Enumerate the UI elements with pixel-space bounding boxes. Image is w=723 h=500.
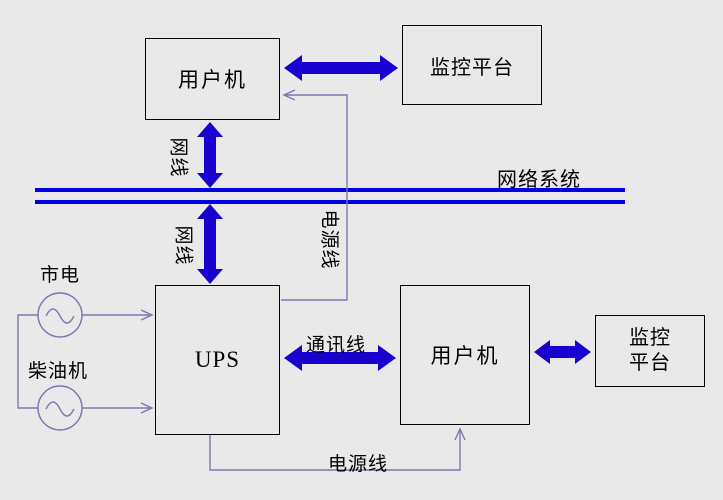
label-network-cable-bottom: 网线: [172, 225, 194, 266]
source-bracket-line: [17, 314, 38, 409]
label-network-system: 网络系统: [497, 169, 581, 191]
arrowhead-diesel-to-ups: [140, 402, 154, 414]
power-line-ups-to-clientright: [209, 429, 461, 471]
network-bus-line-bottom: [35, 200, 625, 204]
arrow-clienttop-bus: [197, 122, 223, 188]
node-monitor-right: 监控 平台: [595, 315, 705, 387]
power-line-ups-to-clienttop: [281, 94, 348, 301]
ac-source-diesel-wave-icon: [45, 401, 75, 417]
label-diesel-engine: 柴油机: [28, 361, 89, 382]
arrow-clienttop-monitortop: [284, 55, 398, 81]
label-power-line-bottom: 电源线: [328, 454, 389, 475]
label-utility-power: 市电: [40, 265, 81, 286]
label-power-line-vertical: 电源线: [318, 209, 340, 270]
arrow-clientright-monitorright: [534, 340, 591, 364]
node-client-top: 用户机: [145, 38, 280, 120]
arrow-ups-clientright: [284, 345, 396, 371]
network-bus-line-top: [35, 188, 625, 192]
node-monitor-top: 监控平台: [402, 25, 542, 105]
label-comm-line: 通讯线: [306, 335, 367, 356]
label-network-cable-top: 网线: [167, 137, 189, 178]
node-ups: UPS: [155, 285, 280, 435]
arrow-bus-ups: [197, 204, 223, 284]
arrowhead-utility-to-ups: [140, 309, 154, 321]
node-client-right: 用户机: [400, 285, 530, 425]
ac-source-utility-wave-icon: [45, 308, 75, 324]
power-line-arrowhead-clienttop: [282, 89, 296, 101]
power-line-arrowhead-clientright: [454, 427, 466, 441]
